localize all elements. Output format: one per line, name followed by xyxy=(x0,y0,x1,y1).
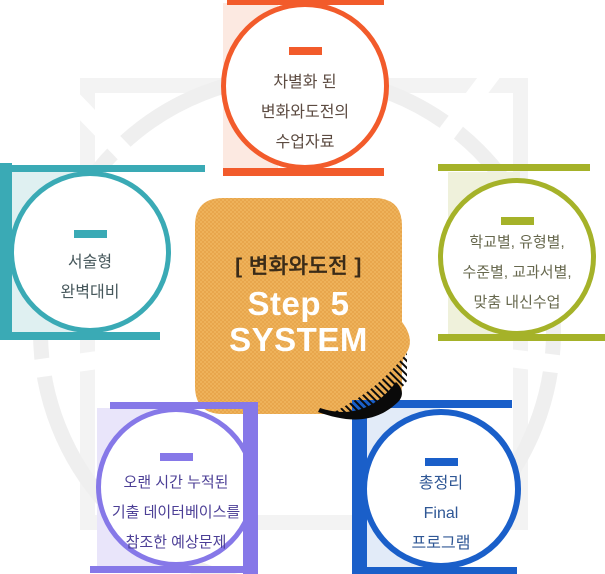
node-line: 차별화 된 xyxy=(273,74,337,91)
node-line: 변화와도전의 xyxy=(260,104,350,121)
left-node-bottom-bar xyxy=(0,332,160,340)
top-node-top-bar xyxy=(227,0,384,5)
bottom-right-node-top-bar xyxy=(352,400,512,408)
center-step-label: Step 5 xyxy=(247,285,350,322)
node-line: 수준별, 교과서별, xyxy=(462,264,572,281)
right-node-text: 학교별, 유형별, 수준별, 교과서별, 맞춤 내신수업 xyxy=(443,228,591,318)
node-line: 프로그램 xyxy=(411,535,471,552)
top-node-text: 차별화 된 변화와도전의 수업자료 xyxy=(226,68,384,158)
accent-dash-icon xyxy=(74,230,107,238)
left-node-circle: 서술형 완벽대비 xyxy=(9,171,171,333)
accent-dash-icon xyxy=(425,458,458,466)
bottom-right-node-side-bar xyxy=(352,400,367,574)
node-line: 수업자료 xyxy=(275,134,335,151)
left-node-top-bar xyxy=(12,165,205,172)
left-node-text: 서술형 완벽대비 xyxy=(14,248,166,308)
node-line: Final xyxy=(423,505,459,522)
bottom-left-node-circle: 오랜 시간 누적된 기출 데이터베이스를 참조한 예상문제 xyxy=(96,407,256,567)
accent-dash-icon xyxy=(289,47,322,55)
right-node-bottom-bar xyxy=(438,334,605,341)
node-line: 오랜 시간 누적된 xyxy=(123,474,229,491)
bottom-left-node-side-bar xyxy=(243,402,258,574)
center-panel: [ 변화와도전 ] Step 5 SYSTEM xyxy=(195,198,402,414)
center-system-label: SYSTEM xyxy=(229,321,368,358)
node-line: 서술형 xyxy=(67,254,113,271)
top-node-circle: 차별화 된 변화와도전의 수업자료 xyxy=(221,2,389,170)
bottom-left-node-text: 오랜 시간 누적된 기출 데이터베이스를 참조한 예상문제 xyxy=(101,468,251,558)
top-node-bottom-bar xyxy=(223,168,384,176)
bottom-left-node-top-bar xyxy=(110,402,258,409)
node-line: 학교별, 유형별, xyxy=(469,234,565,251)
right-node-circle: 학교별, 유형별, 수준별, 교과서별, 맞춤 내신수업 xyxy=(438,178,596,336)
node-line: 완벽대비 xyxy=(60,284,120,301)
node-line: 참조한 예상문제 xyxy=(125,534,227,551)
bottom-left-node-bottom-bar xyxy=(90,566,258,573)
left-node-side-bar xyxy=(0,163,12,340)
right-node-top-bar xyxy=(438,164,590,171)
accent-dash-icon xyxy=(501,217,534,225)
bottom-right-node-circle: 총정리 Final 프로그램 xyxy=(361,409,521,569)
center-brand-label: [ 변화와도전 ] xyxy=(235,255,362,278)
node-line: 기출 데이터베이스를 xyxy=(111,504,241,521)
node-line: 맞춤 내신수업 xyxy=(473,294,561,311)
bottom-right-node-text: 총정리 Final 프로그램 xyxy=(367,469,515,559)
accent-dash-icon xyxy=(160,453,193,461)
bottom-right-node-bottom-bar xyxy=(352,567,517,574)
node-line: 총정리 xyxy=(418,475,464,492)
